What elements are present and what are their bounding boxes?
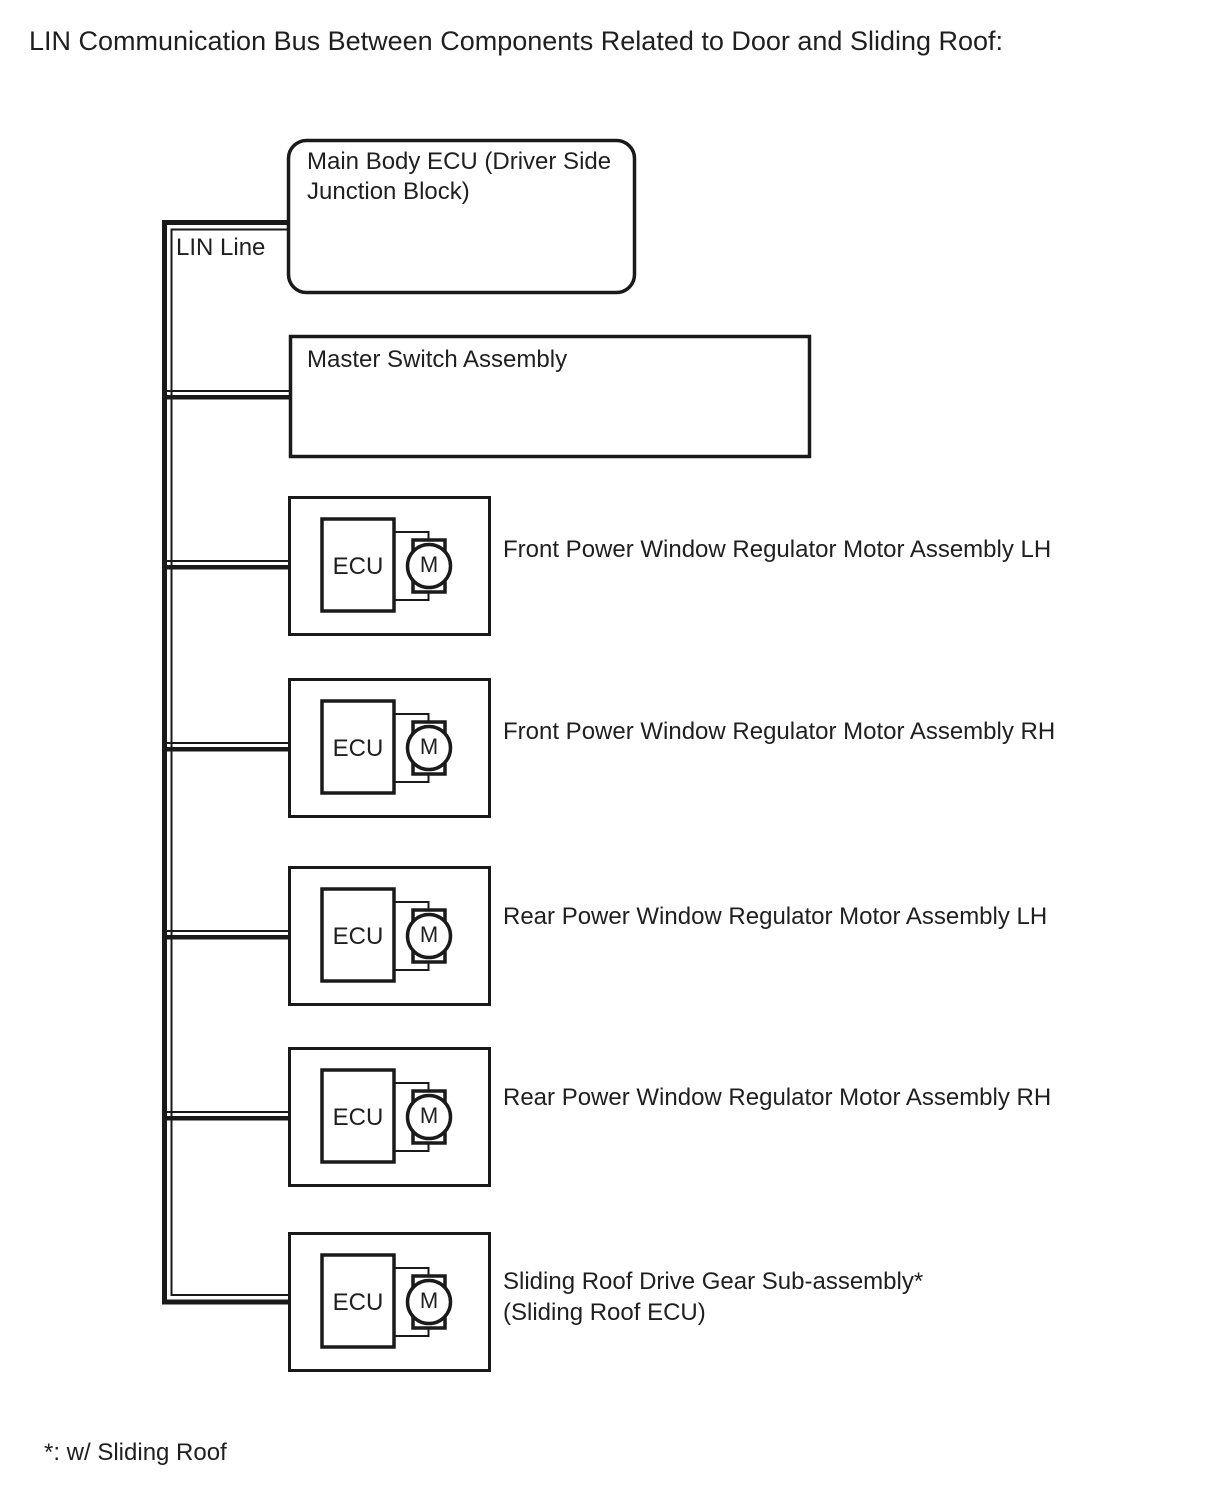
- motor-label: M: [419, 552, 439, 577]
- motor-unit-sliding-roof: [288, 1232, 491, 1372]
- motor-circle: [405, 1093, 453, 1141]
- ecu-box: [320, 699, 396, 795]
- ecu-motor-wires: [394, 1082, 430, 1152]
- branch-master-switch: [162, 390, 292, 400]
- unit-side-label-sliding-roof: Sliding Roof Drive Gear Sub-assembly* (S…: [503, 1266, 923, 1328]
- branch-front-rh: [162, 742, 292, 752]
- unit-side-label-front-lh: Front Power Window Regulator Motor Assem…: [503, 536, 1052, 563]
- motor-circle: [405, 912, 453, 960]
- ecu-motor-wires: [394, 901, 430, 971]
- footnote: *: w/ Sliding Roof: [44, 1439, 227, 1466]
- ecu-box: [320, 517, 396, 613]
- motor-circle: [405, 542, 453, 590]
- main-body-ecu-box: [286, 138, 637, 295]
- ecu-label: ECU: [332, 553, 384, 580]
- ecu-motor-wires: [394, 531, 430, 601]
- motor-label: M: [419, 734, 439, 759]
- unit-side-label-rear-lh: Rear Power Window Regulator Motor Assemb…: [503, 903, 1048, 930]
- motor-unit-front-lh: [288, 496, 491, 636]
- motor-label: M: [419, 1103, 439, 1128]
- master-switch-label: Master Switch Assembly: [307, 346, 568, 373]
- unit-side-label-line1: Sliding Roof Drive Gear Sub-assembly*: [503, 1268, 924, 1295]
- ecu-box: [320, 887, 396, 983]
- ecu-label: ECU: [332, 1289, 384, 1316]
- ecu-label: ECU: [332, 1104, 384, 1131]
- motor-label: M: [419, 1288, 439, 1313]
- ecu-label: ECU: [332, 923, 384, 950]
- motor-label: M: [419, 922, 439, 947]
- motor-unit-front-rh: [288, 678, 491, 818]
- unit-side-label-line2: (Sliding Roof ECU): [503, 1299, 706, 1326]
- diagram-title: LIN Communication Bus Between Components…: [29, 26, 1004, 56]
- motor-unit-rear-lh: [288, 866, 491, 1006]
- ecu-box: [320, 1253, 396, 1349]
- main-body-ecu-label: Main Body ECU (Driver Side Junction Bloc…: [307, 148, 618, 205]
- lin-bus-outer-line: [162, 220, 292, 1305]
- branch-rear-rh: [162, 1111, 292, 1121]
- ecu-box: [320, 1068, 396, 1164]
- master-switch-box: [288, 334, 812, 459]
- lin-bus-inner-line: [170, 228, 292, 1296]
- motor-circle: [405, 724, 453, 772]
- ecu-label: ECU: [332, 735, 384, 762]
- ecu-motor-wires: [394, 1267, 430, 1337]
- unit-side-label-rear-rh: Rear Power Window Regulator Motor Assemb…: [503, 1084, 1052, 1111]
- motor-circle: [405, 1278, 453, 1326]
- unit-side-label-front-rh: Front Power Window Regulator Motor Assem…: [503, 718, 1056, 745]
- lin-line-label: LIN Line: [176, 234, 266, 261]
- branch-front-lh: [162, 560, 292, 570]
- motor-unit-rear-rh: [288, 1047, 491, 1187]
- ecu-motor-wires: [394, 713, 430, 783]
- branch-rear-lh: [162, 930, 292, 940]
